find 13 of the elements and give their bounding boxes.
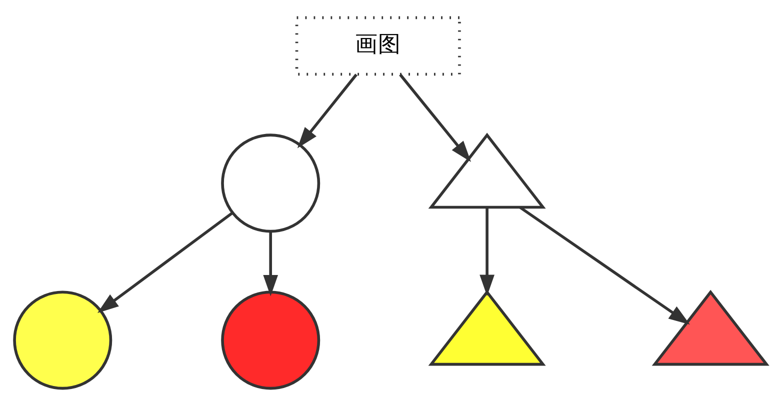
arrow (297, 74, 358, 148)
node-triangle (428, 132, 546, 209)
node-circle (221, 290, 320, 390)
node-circle (13, 290, 112, 390)
node-circle (221, 134, 320, 233)
node-box: 画图 (295, 16, 461, 76)
arrow (97, 212, 234, 313)
arrow (263, 232, 278, 296)
arrow (399, 74, 472, 162)
node-triangle (652, 290, 770, 366)
arrow (519, 206, 690, 325)
node-triangle (428, 290, 546, 366)
arrow (480, 207, 494, 296)
